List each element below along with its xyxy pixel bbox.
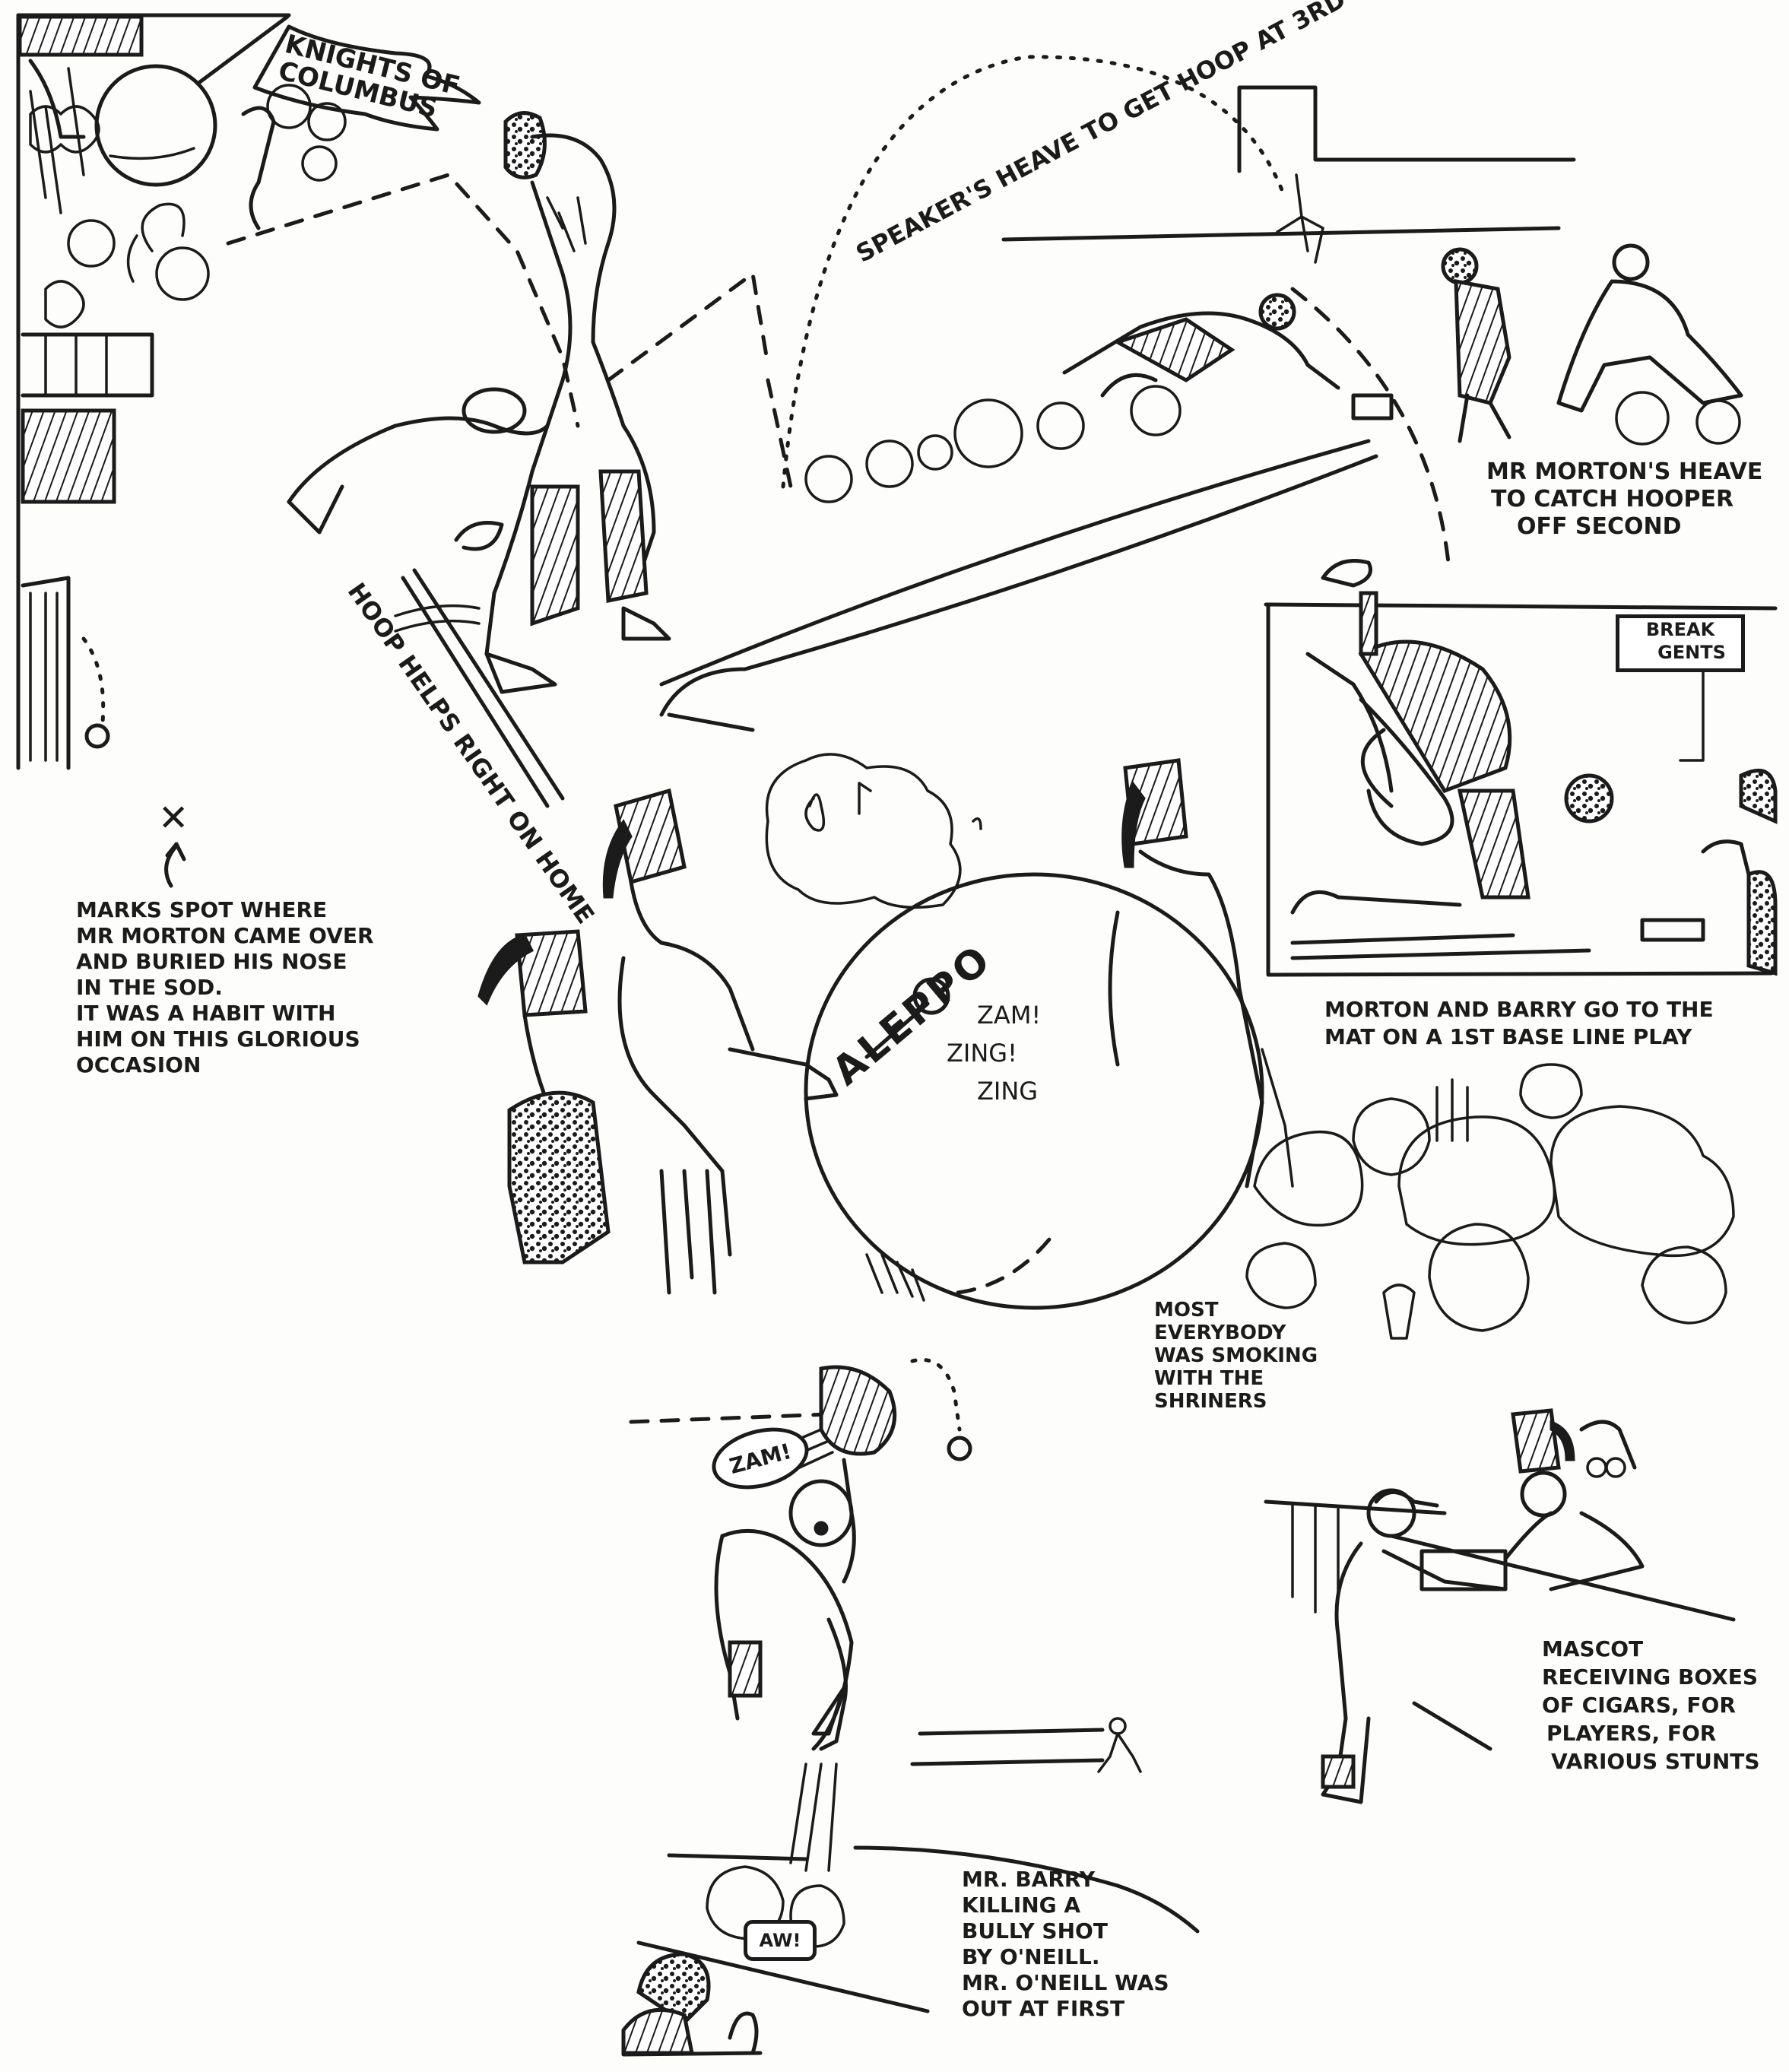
speakers-throw-arc — [781, 55, 1287, 489]
mortons-heave-line-3: off second — [1517, 513, 1682, 540]
infielders-right — [1441, 243, 1743, 443]
break-gents-panel — [1264, 559, 1778, 977]
break-gents-sign: Break Gents — [1616, 614, 1745, 672]
barry-line-5: Mr. O'Neill was — [962, 1970, 1169, 1995]
caption-mortons-heave: Mr Morton's heave to catch Hooper off se… — [1486, 459, 1762, 541]
smoke-clouds — [1245, 1063, 1735, 1340]
shriners-band — [477, 753, 1294, 1310]
x-mark: ✕ — [158, 798, 189, 838]
barry-line-4: by O'Neill. — [962, 1944, 1100, 1969]
first-baseman-leaping — [621, 1357, 1200, 2057]
smoking-line-2: everybody — [1154, 1322, 1286, 1344]
barry-line-2: killing a — [962, 1893, 1081, 1918]
mascot-line-5: various stunts — [1551, 1749, 1760, 1774]
mascot-line-4: players, for — [1546, 1721, 1717, 1746]
mortons-throw-arc — [1290, 287, 1451, 565]
smoking-line-5: shriners — [1154, 1390, 1267, 1413]
morton-barry-line-1: Morton and Barry go to the — [1324, 997, 1714, 1022]
marks-spot-line-3: and buried his nose — [76, 949, 347, 974]
mascot-scene — [1264, 1408, 1736, 1804]
clock-float — [67, 64, 347, 301]
marks-spot-line-2: Mr Morton came over — [76, 923, 374, 948]
fielder-diving — [1062, 173, 1394, 420]
grandstand-corner — [16, 13, 291, 770]
smoking-line-4: with the — [1154, 1367, 1264, 1390]
barry-line-3: bully shot — [962, 1918, 1108, 1943]
mortons-heave-line-2: to catch Hooper — [1491, 486, 1734, 512]
barry-line-6: out at first — [962, 1996, 1125, 2021]
drum-sounds: Zam! Zing! Zing — [947, 996, 1041, 1110]
drum-sound-3: Zing — [977, 1077, 1039, 1106]
break-gents-line-2: Gents — [1657, 642, 1726, 663]
marks-spot-line-7: occasion — [76, 1052, 201, 1077]
caption-smoking-shriners: Most everybody was smoking with the shri… — [1154, 1299, 1318, 1413]
marks-spot-line-1: Marks spot where — [76, 897, 328, 922]
mascot-line-3: of cigars, for — [1542, 1693, 1736, 1718]
speech-bubble-aw: Aw! — [744, 1920, 817, 1961]
drum-sound-2: Zing! — [947, 1039, 1017, 1068]
mascot-line-1: Mascot — [1542, 1636, 1644, 1661]
caption-mascot: Mascot receiving boxes of cigars, for pl… — [1542, 1635, 1760, 1775]
baseline-home-to-first — [394, 55, 1741, 808]
marks-spot-line-6: him on this glorious — [76, 1026, 360, 1052]
caption-barry-shot: Mr. Barry killing a bully shot by O'Neil… — [962, 1867, 1169, 2022]
ball-path-left — [226, 173, 580, 428]
ball-path-2 — [606, 270, 770, 382]
caption-morton-and-barry: Morton and Barry go to the mat on a 1st … — [1324, 996, 1714, 1051]
drum-sound-1: Zam! — [977, 1001, 1042, 1030]
morton-barry-line-2: mat on a 1st base line play — [1324, 1024, 1692, 1049]
aw-text: Aw! — [759, 1930, 801, 1951]
mortons-heave-line-1: Mr Morton's heave — [1486, 459, 1763, 485]
marks-spot-line-5: It was a habit with — [76, 1001, 336, 1026]
x-mark-glyph: ✕ — [158, 797, 189, 839]
smoking-line-1: Most — [1154, 1299, 1219, 1322]
break-gents-line-1: Break — [1645, 619, 1715, 640]
marks-spot-line-4: in the sod. — [76, 975, 223, 1000]
x-mark-arrow — [164, 842, 186, 888]
smoking-line-3: was smoking — [1154, 1344, 1318, 1367]
zam-text: Zam! — [726, 1438, 795, 1479]
barry-line-1: Mr. Barry — [962, 1867, 1096, 1892]
runner-sliding — [287, 387, 550, 551]
pennant-banner — [195, 14, 481, 132]
mascot-line-2: receiving boxes — [1542, 1664, 1759, 1690]
caption-marks-spot: Marks spot where Mr Morton came over and… — [76, 897, 374, 1078]
player-leaping — [484, 111, 671, 694]
